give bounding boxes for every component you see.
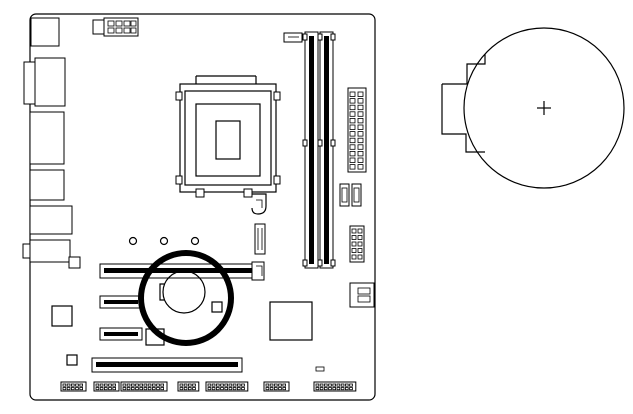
sata-connectors	[339, 183, 362, 207]
pcie-x1-slot-1	[99, 295, 143, 309]
bottom-header-1	[60, 381, 87, 392]
pcie-x1-slot-2	[99, 327, 143, 341]
bottom-header-6	[263, 381, 290, 392]
m2-connector	[254, 223, 266, 255]
cpu-socket	[175, 75, 281, 215]
bottom-header-3	[120, 381, 168, 392]
battery-highlight	[138, 250, 234, 346]
dimm-slots	[302, 31, 336, 269]
bottom-header-2	[93, 381, 120, 392]
bottom-header-5	[205, 381, 249, 392]
cmos-battery-enlarged	[441, 27, 625, 189]
jumper-small	[315, 366, 325, 372]
small-square-lower	[66, 354, 78, 366]
bottom-header-7	[313, 381, 357, 392]
small-square-right	[211, 301, 223, 313]
cpu-fan-header	[283, 32, 303, 43]
rear-io-panel	[22, 17, 81, 269]
chipset	[269, 301, 313, 341]
bottom-header-4	[177, 381, 200, 392]
bottom-headers	[60, 381, 357, 392]
front-panel-connector-right	[349, 282, 375, 308]
pci-slot	[91, 357, 243, 373]
small-chip-left	[51, 305, 73, 327]
mounting-holes	[128, 236, 200, 246]
usb-header-right	[349, 225, 365, 263]
atx-power-connector	[347, 87, 367, 173]
cpu-power-connector	[92, 17, 139, 37]
